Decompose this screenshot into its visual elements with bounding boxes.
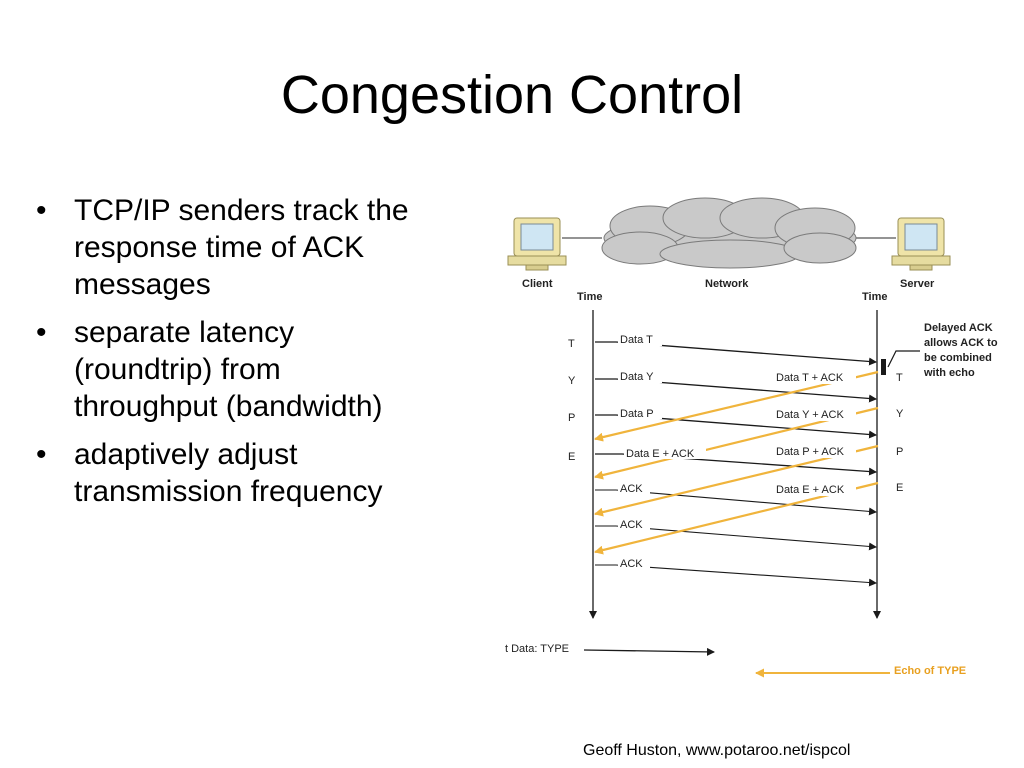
legend-echo-label: Echo of TYPE: [894, 665, 966, 677]
message-label: ACK: [620, 519, 643, 531]
client-label: Client: [522, 278, 553, 290]
client-computer-icon: [507, 217, 567, 271]
bullet-dot: •: [36, 316, 47, 349]
slide-title: Congestion Control: [280, 65, 744, 125]
server-computer-icon: [891, 217, 951, 271]
message-label: Data P + ACK: [776, 446, 845, 458]
server-letter: P: [896, 446, 903, 458]
server-label: Server: [900, 278, 935, 290]
data-arrow: [595, 414, 877, 439]
delayed-ack-marker: [881, 359, 886, 375]
message-label: Data E + ACK: [776, 484, 845, 496]
message-label: Data T: [620, 334, 653, 346]
bullet-dot: •: [36, 438, 47, 471]
annotation-pointer: [887, 350, 920, 368]
client-time-label: Time: [577, 291, 602, 303]
network-label: Network: [705, 278, 749, 290]
message-label: Data P: [620, 408, 654, 420]
footer-credit: Geoff Huston, www.potaroo.net/ispcol: [583, 742, 851, 759]
message-label: Data Y: [620, 371, 654, 383]
ack-arrow: [595, 564, 877, 587]
data-arrow: [595, 341, 877, 366]
bullet-text: separate latency (roundtrip) from throug…: [74, 316, 383, 423]
network-cloud-icon: [601, 197, 857, 269]
server-letter: T: [896, 372, 903, 384]
bullet-item: • adaptively adjust transmission frequenc…: [36, 436, 506, 510]
message-label: ACK: [620, 483, 643, 495]
ack-arrow: [595, 525, 877, 551]
bullet-list: • TCP/IP senders track the response time …: [36, 192, 506, 521]
tcp-echo-diagram: Client Network Server Time Time T Y P E …: [505, 197, 998, 678]
annotation-line: allows ACK to: [924, 337, 998, 349]
message-label: Data T + ACK: [776, 372, 844, 384]
bullet-text: adaptively adjust transmission frequency: [74, 438, 383, 508]
annotation-line: with echo: [923, 367, 975, 379]
server-time-label: Time: [862, 291, 887, 303]
message-label: ACK: [620, 558, 643, 570]
annotation-line: Delayed ACK: [924, 322, 993, 334]
client-letter: P: [568, 412, 575, 424]
legend-sent-arrow: [583, 647, 715, 656]
bullet-item: • separate latency (roundtrip) from throu…: [36, 314, 506, 425]
message-label: Data Y + ACK: [776, 409, 844, 421]
server-letter: Y: [896, 408, 904, 420]
bullet-text: TCP/IP senders track the response time o…: [74, 194, 409, 301]
client-letter: Y: [568, 375, 576, 387]
bullet-item: • TCP/IP senders track the response time …: [36, 192, 506, 303]
message-label: Data E + ACK: [626, 448, 695, 460]
client-letter: E: [568, 451, 575, 463]
legend-sent-label: t Data: TYPE: [505, 643, 569, 655]
bullet-dot: •: [36, 194, 47, 227]
client-letter: T: [568, 338, 575, 350]
annotation-line: be combined: [924, 352, 992, 364]
server-letter: E: [896, 482, 903, 494]
